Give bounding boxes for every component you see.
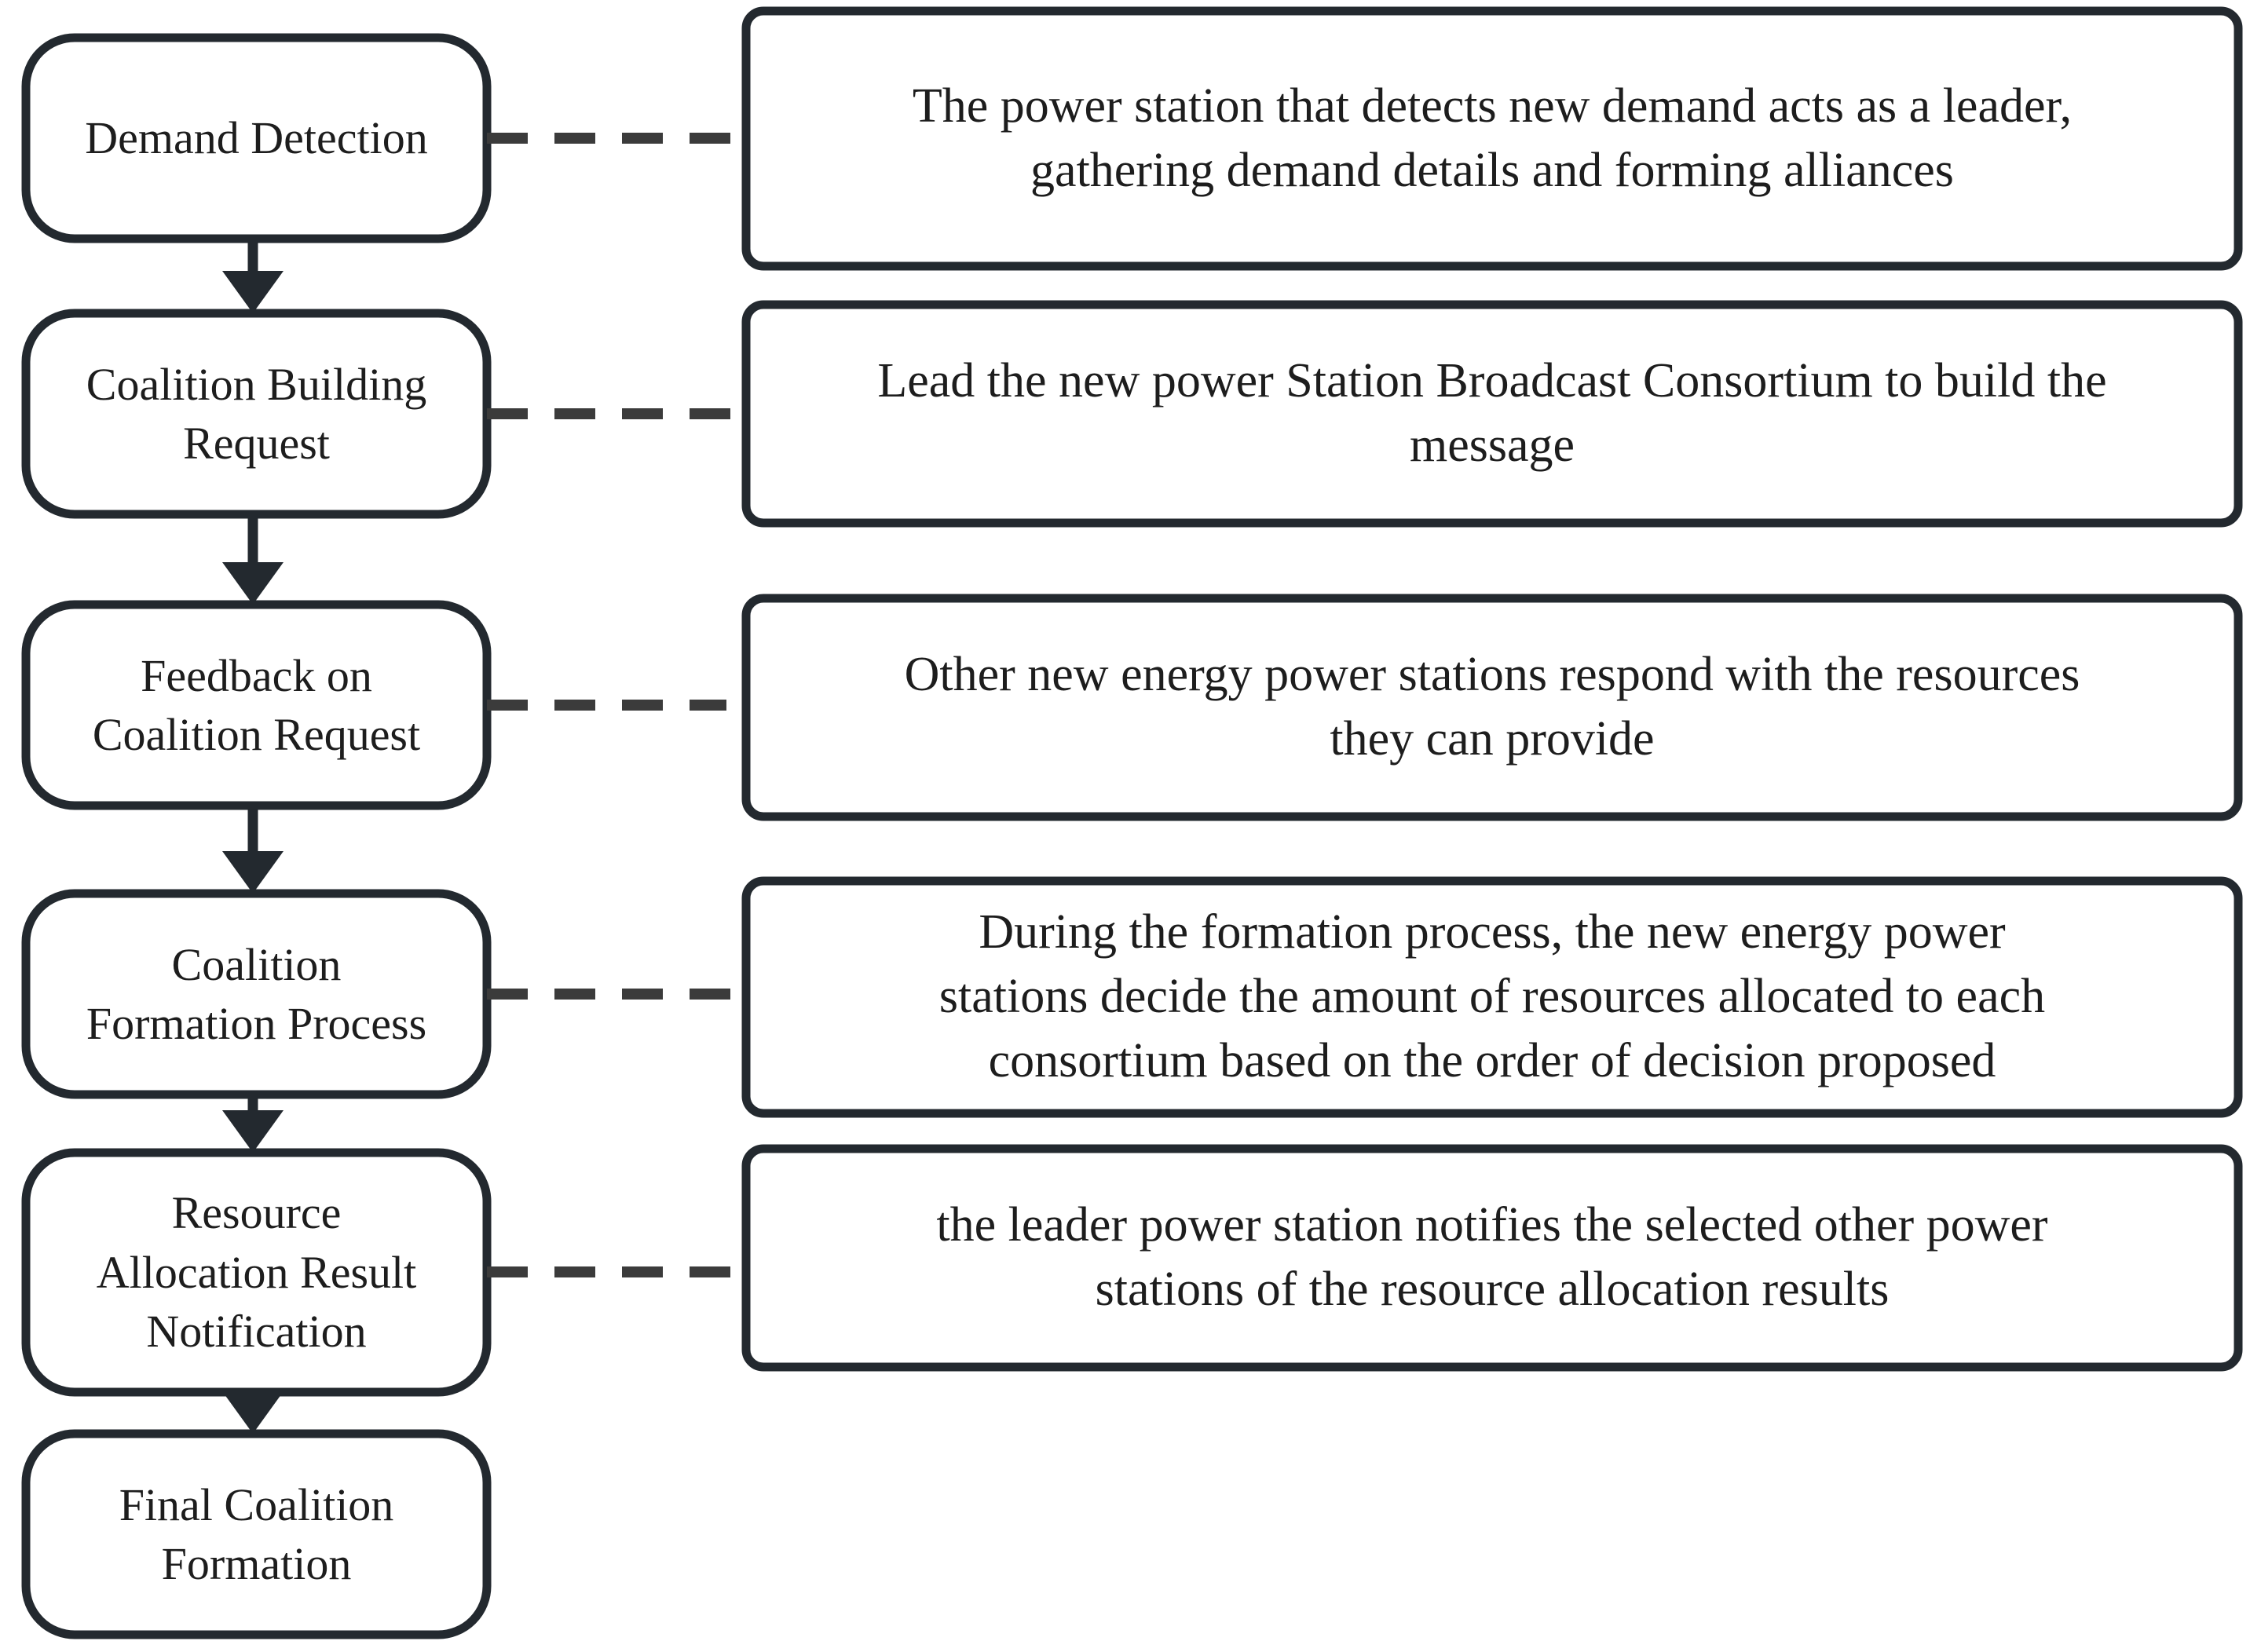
desc-label-resource-allocation-result-notification: the leader power station notifies the se… bbox=[746, 1149, 2238, 1367]
node-label-demand-detection: Demand Detection bbox=[26, 38, 487, 239]
node-label-feedback-on-coalition-request: Feedback on Coalition Request bbox=[26, 605, 487, 806]
desc-shape-demand-detection[interactable] bbox=[741, 6, 2243, 271]
node-line: Formation Process bbox=[86, 998, 427, 1049]
desc-line: The power station that detects new deman… bbox=[912, 79, 2073, 133]
node-label-resource-allocation-result-notification: Resource Allocation Result Notification bbox=[26, 1153, 487, 1392]
desc-label-coalition-formation-process: During the formation process, the new en… bbox=[746, 881, 2238, 1113]
desc-label-demand-detection: The power station that detects new deman… bbox=[746, 11, 2238, 266]
node-line: Formation bbox=[161, 1538, 352, 1589]
desc-line: the leader power station notifies the se… bbox=[936, 1198, 2048, 1252]
node-label-coalition-formation-process: Coalition Formation Process bbox=[26, 894, 487, 1095]
arrow-coalition-building-to-feedback bbox=[222, 514, 284, 605]
desc-line: consortium based on the order of decisio… bbox=[988, 1033, 1996, 1087]
node-line: Coalition bbox=[171, 938, 342, 990]
desc-line: stations of the resource allocation resu… bbox=[1095, 1263, 1890, 1316]
arrow-formation-process-to-resource-allocation bbox=[222, 1095, 284, 1153]
desc-shape-coalition-formation-process[interactable] bbox=[741, 876, 2243, 1118]
desc-line: During the formation process, the new en… bbox=[979, 905, 2006, 959]
node-line: Demand Detection bbox=[85, 112, 428, 164]
node-line: Notification bbox=[146, 1306, 367, 1358]
node-line: Feedback on bbox=[141, 649, 372, 701]
desc-line: they can provide bbox=[1330, 712, 1655, 766]
desc-line: gathering demand details and forming all… bbox=[1030, 143, 1954, 197]
desc-line: Lead the new power Station Broadcast Con… bbox=[877, 354, 2107, 408]
desc-line: stations decide the amount of resources … bbox=[938, 970, 2046, 1024]
desc-line: Other new energy power stations respond … bbox=[904, 648, 2080, 702]
desc-label-feedback-on-coalition-request: Other new energy power stations respond … bbox=[746, 598, 2238, 817]
node-label-final-coalition-formation: Final Coalition Formation bbox=[26, 1434, 487, 1635]
node-line: Resource bbox=[171, 1187, 342, 1239]
arrow-resource-allocation-to-final-coalition bbox=[222, 1391, 284, 1434]
desc-shape-coalition-building-request[interactable] bbox=[741, 300, 2243, 528]
node-line: Coalition Request bbox=[92, 709, 421, 760]
desc-line: message bbox=[1409, 418, 1575, 472]
node-line: Final Coalition bbox=[119, 1478, 394, 1530]
desc-shape-resource-allocation-result-notification[interactable] bbox=[741, 1144, 2243, 1372]
desc-shape-feedback-on-coalition-request[interactable] bbox=[741, 594, 2243, 821]
arrow-feedback-to-formation-process bbox=[222, 806, 284, 894]
node-shape-final-coalition-formation[interactable] bbox=[21, 1429, 492, 1639]
node-line: Allocation Result bbox=[96, 1246, 417, 1298]
desc-label-coalition-building-request: Lead the new power Station Broadcast Con… bbox=[746, 305, 2238, 523]
node-line: Coalition Building bbox=[86, 358, 427, 410]
arrow-demand-to-coalition-building bbox=[222, 239, 284, 313]
node-line: Request bbox=[183, 418, 330, 469]
node-label-coalition-building-request: Coalition Building Request bbox=[26, 313, 487, 514]
